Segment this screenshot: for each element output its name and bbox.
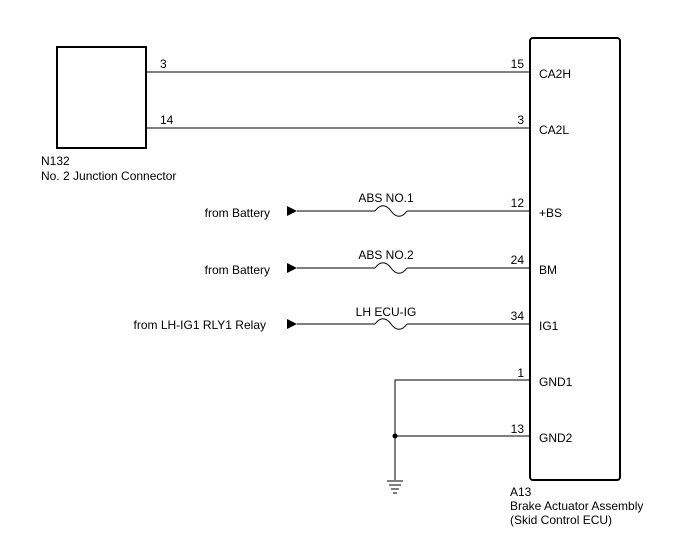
circuit-gnd2: 13 GND2 [392,422,573,445]
circuit-gnd1: 1 GND1 [394,366,573,480]
splice-dot-icon [392,433,398,439]
ecu-pin-label: 1 [517,366,524,380]
ecu-code: A13 [510,485,532,499]
junction-connector-code: N132 [41,154,70,168]
fuse-icon [374,318,408,330]
circuit-bm: from Battery ABS NO.2 24 BM [205,248,557,277]
junction-connector: N132 No. 2 Junction Connector [41,46,176,183]
source-arrow-icon [287,206,297,216]
terminal-label: IG1 [539,319,559,333]
ground-icon [387,480,403,494]
ecu-subname: (Skid Control ECU) [510,513,612,527]
terminal-label: +BS [539,206,562,220]
ecu-pin-label: 13 [511,422,525,436]
wire-gnd1 [394,379,530,480]
ecu-name: Brake Actuator Assembly [510,499,643,513]
terminal-label: GND2 [539,431,573,445]
circuit-ig1: from LH-IG1 RLY1 Relay LH ECU-IG 34 IG1 [134,305,559,333]
terminal-label: GND1 [539,375,573,389]
jc-pin-label: 3 [160,57,167,71]
source-label: from Battery [205,206,270,220]
fuse-label: ABS NO.1 [358,191,414,205]
terminal-label: CA2H [539,67,571,81]
terminal-label: BM [539,263,557,277]
source-arrow-icon [287,263,297,273]
ecu-pin-label: 34 [511,309,525,323]
fuse-label: ABS NO.2 [358,248,414,262]
ecu: A13 Brake Actuator Assembly (Skid Contro… [510,37,643,527]
ecu-pin-label: 3 [517,113,524,127]
circuit-ca2l: 14 3 CA2L [146,113,569,137]
circuit-ca2h: 3 15 CA2H [146,57,571,81]
ecu-pin-label: 12 [511,196,525,210]
fuse-label: LH ECU-IG [356,305,417,319]
junction-connector-box [56,46,147,149]
jc-pin-label: 14 [160,113,174,127]
terminal-label: CA2L [539,123,569,137]
source-label: from Battery [205,263,270,277]
source-arrow-icon [287,319,297,329]
ecu-pin-label: 24 [511,253,525,267]
junction-connector-name: No. 2 Junction Connector [41,169,176,183]
circuit-bs: from Battery ABS NO.1 12 +BS [205,191,562,220]
ecu-pin-label: 15 [511,57,525,71]
fuse-icon [374,262,408,274]
source-label: from LH-IG1 RLY1 Relay [134,318,267,332]
fuse-icon [374,205,408,217]
ecu-box [529,37,621,481]
